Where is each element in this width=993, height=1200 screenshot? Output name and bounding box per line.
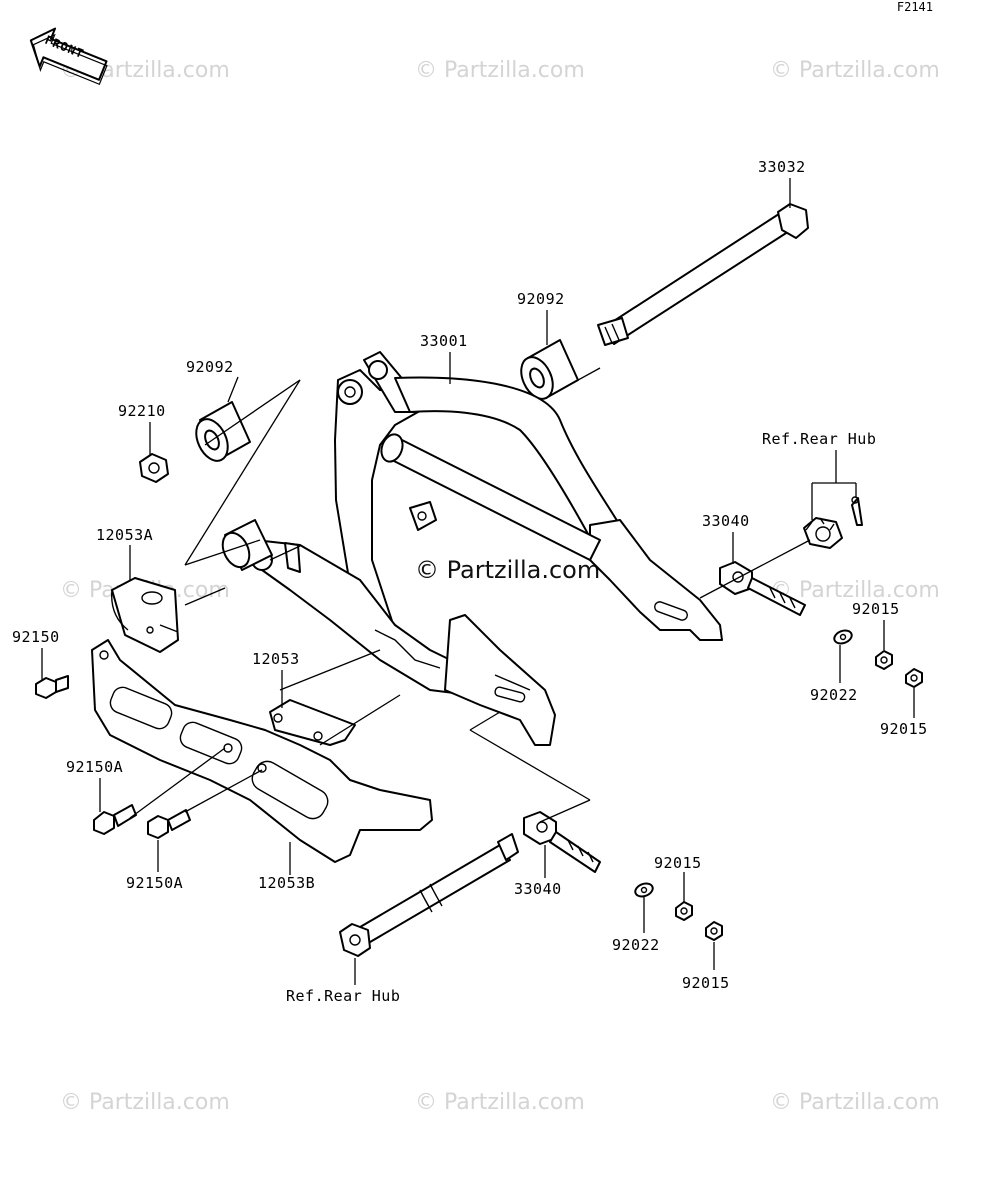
figure-code: F2141 — [896, 0, 933, 14]
collar-right-icon — [520, 339, 579, 400]
callout-92210: 92210 — [118, 402, 166, 420]
callout-92150a-upper: 92150A — [66, 758, 124, 776]
chain-guide-block-icon — [111, 577, 179, 653]
callout-92022-top: 92022 — [810, 686, 858, 704]
ref-rear-hub-top-label: Ref.Rear Hub — [762, 430, 877, 448]
callout-12053: 12053 — [252, 650, 300, 668]
watermark: © Partzilla.com — [770, 1090, 940, 1115]
chain-adjuster-bottom-icon — [523, 811, 601, 873]
callout-12053a: 12053A — [96, 526, 154, 544]
callout-92015-b: 92015 — [880, 720, 928, 738]
collar-left-icon — [195, 401, 251, 462]
callout-92150: 92150 — [12, 628, 60, 646]
nut-92210-icon — [139, 453, 169, 483]
callout-92015-c: 92015 — [654, 854, 702, 872]
bolt-92150a-upper-icon — [93, 804, 137, 835]
callout-92092-right: 92092 — [517, 290, 565, 308]
callout-33001: 33001 — [420, 332, 468, 350]
callout-92015-d: 92015 — [682, 974, 730, 992]
callout-33040-bottom: 33040 — [514, 880, 562, 898]
callout-33040-top: 33040 — [702, 512, 750, 530]
watermark: © Partzilla.com — [770, 58, 940, 83]
watermark: © Partzilla.com — [60, 1090, 230, 1115]
watermark: © Partzilla.com — [415, 58, 585, 83]
swingarm-icon — [221, 351, 723, 746]
watermark: © Partzilla.com — [415, 1090, 585, 1115]
leader-lines — [41, 178, 915, 985]
center-watermark: © Partzilla.com — [415, 556, 601, 584]
washer-92022-bottom-icon — [634, 882, 654, 898]
callout-92092-left: 92092 — [186, 358, 234, 376]
callout-92022-bottom: 92022 — [612, 936, 660, 954]
axle-nut-icon — [803, 496, 863, 549]
nut-92015-d-icon — [705, 921, 723, 941]
nut-92015-c-icon — [675, 901, 693, 921]
callout-12053b: 12053B — [258, 874, 316, 892]
pivot-shaft-icon — [597, 203, 809, 346]
bolt-92150a-lower-icon — [147, 809, 191, 839]
chain-slider-block-icon — [269, 699, 356, 746]
nut-92015-b-icon — [905, 668, 923, 688]
chain-adjuster-top-icon — [719, 561, 806, 616]
chain-guide-plate-icon — [91, 639, 433, 863]
callout-92015-a: 92015 — [852, 600, 900, 618]
callout-92150a-lower: 92150A — [126, 874, 184, 892]
bolt-92150-icon — [35, 675, 69, 699]
washer-92022-top-icon — [833, 629, 853, 645]
nut-92015-a-icon — [875, 650, 893, 670]
ref-rear-hub-bottom-label: Ref.Rear Hub — [286, 987, 401, 1005]
callout-33032: 33032 — [758, 158, 806, 176]
watermark: © Partzilla.com — [770, 578, 940, 603]
rear-axle-icon — [339, 833, 519, 957]
front-arrow-icon — [29, 27, 108, 86]
